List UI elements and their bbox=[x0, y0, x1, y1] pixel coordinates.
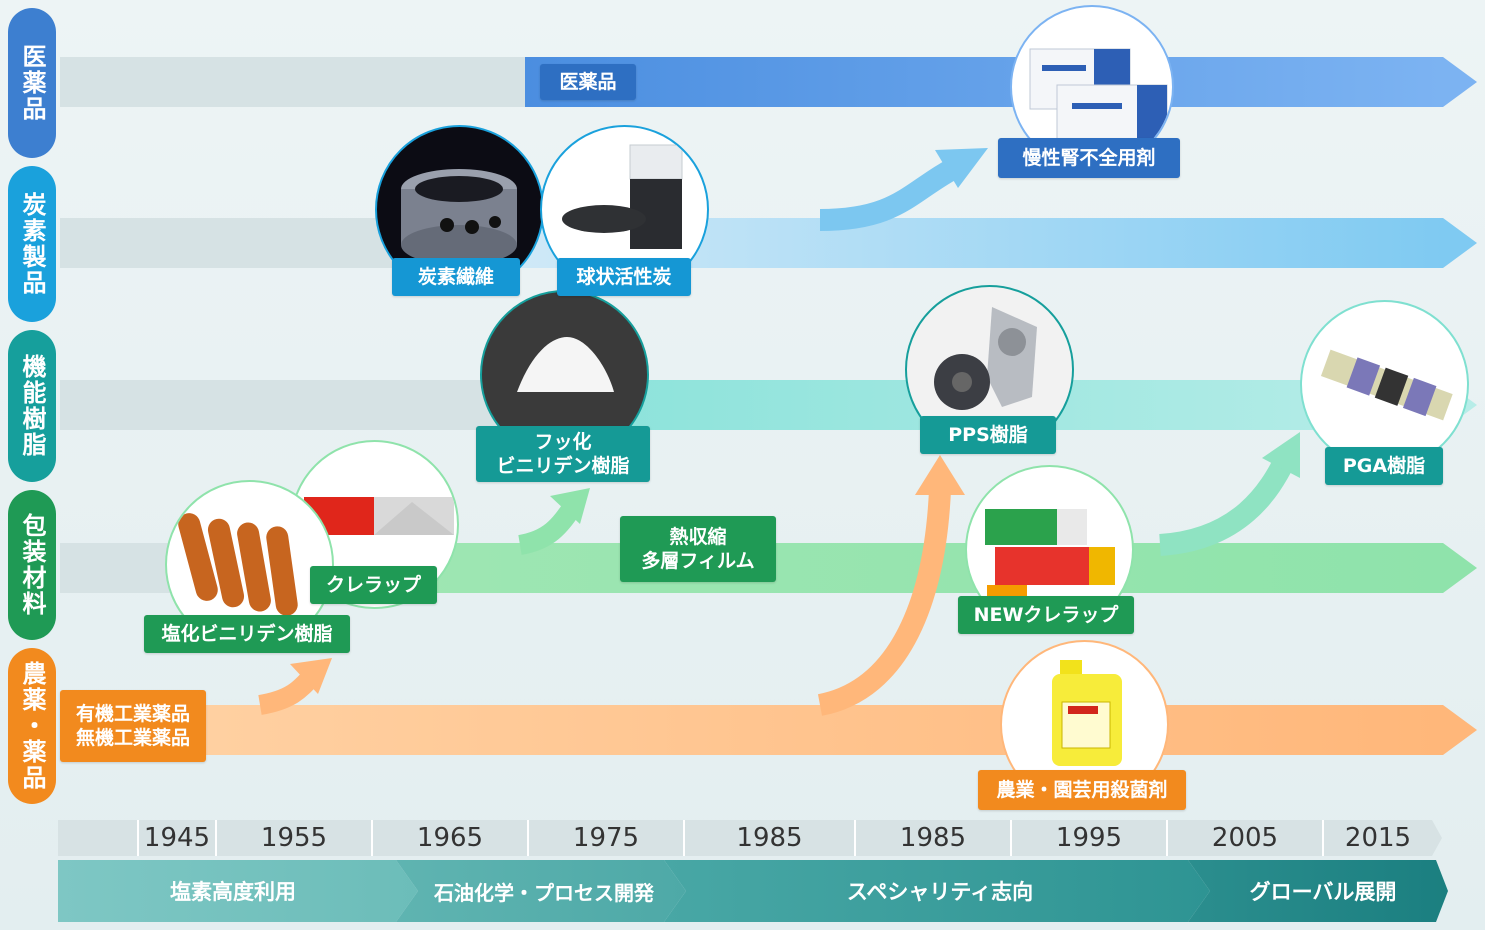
medicine-box-illustration bbox=[1029, 48, 1168, 144]
label-fluoropolymer-line2: ビニリデン樹脂 bbox=[496, 455, 630, 477]
year-1985-a: 1985 bbox=[736, 823, 803, 853]
label-industrial-chemicals: 有機工業薬品 無機工業薬品 bbox=[60, 690, 206, 762]
row-label-resin: 機能樹脂 bbox=[8, 330, 56, 482]
label-organic-chemicals: 有機工業薬品 bbox=[75, 703, 190, 725]
row-label-packaging: 包装材料 bbox=[8, 490, 56, 640]
arrow-packaging-to-pga-head bbox=[1262, 432, 1300, 478]
label-pvdc-resin: 塩化ビニリデン樹脂 bbox=[144, 615, 350, 653]
band-pharma-arrowhead bbox=[1443, 57, 1477, 107]
era-petrochemical: 石油化学・プロセス開発 bbox=[434, 880, 654, 905]
label-heat-shrink-film: 熱収縮 多層フィルム bbox=[620, 516, 776, 582]
year-1955: 1955 bbox=[260, 823, 328, 853]
row-label-agro: 農薬・薬品 bbox=[8, 648, 56, 804]
timeline-dividers bbox=[137, 820, 1324, 856]
carbon-ring-illustration bbox=[401, 169, 517, 265]
row-label-carbon: 炭素製品 bbox=[8, 166, 56, 322]
era-chevron-1 bbox=[58, 860, 418, 922]
year-1965: 1965 bbox=[416, 823, 484, 853]
timeline-strip-shape bbox=[58, 820, 1442, 856]
arrow-agro-to-resin bbox=[817, 489, 951, 716]
label-pga-resin: PGA樹脂 bbox=[1325, 447, 1443, 485]
arrow-agro-to-packaging-head bbox=[290, 658, 332, 694]
arrow-packaging-to-pga bbox=[1159, 455, 1295, 556]
label-heat-shrink-line1: 熱収縮 bbox=[669, 526, 727, 548]
label-fluoropolymer-line1: フッ化 bbox=[534, 431, 592, 453]
year-2015: 2015 bbox=[1344, 823, 1412, 853]
pga-tube-illustration bbox=[1320, 349, 1453, 421]
new-wrap-boxes-illustration bbox=[985, 509, 1115, 599]
arrow-carbon-to-pharma-head bbox=[935, 148, 988, 188]
era-global: グローバル展開 bbox=[1249, 880, 1397, 904]
era-specialty: スペシャリティ志向 bbox=[846, 880, 1034, 904]
band-pharma bbox=[525, 57, 1443, 107]
band-packaging-arrowhead bbox=[1443, 543, 1477, 593]
label-pharma: 医薬品 bbox=[540, 64, 636, 100]
label-fluoropolymer: フッ化 ビニリデン樹脂 bbox=[476, 426, 650, 482]
label-kurewrap: クレラップ bbox=[310, 566, 437, 604]
carbon-jar-illustration bbox=[562, 144, 683, 249]
band-carbon-arrowhead bbox=[1443, 218, 1477, 268]
yellow-bottle-illustration bbox=[1052, 660, 1122, 766]
label-inorganic-chemicals: 無機工業薬品 bbox=[75, 727, 190, 749]
year-1975: 1975 bbox=[572, 823, 640, 853]
year-2005: 2005 bbox=[1211, 823, 1279, 853]
wrap-box-illustration bbox=[304, 497, 454, 535]
arrow-packaging-to-resin-head bbox=[550, 488, 590, 524]
era-chevron-4 bbox=[1188, 860, 1448, 922]
label-chronic-kidney: 慢性腎不全用剤 bbox=[998, 138, 1180, 178]
machine-part-illustration bbox=[934, 307, 1037, 410]
row-label-pharma: 医薬品 bbox=[8, 8, 56, 158]
year-1995: 1995 bbox=[1055, 823, 1123, 853]
sausage-illustration bbox=[178, 513, 298, 616]
era-chlorine: 塩素高度利用 bbox=[170, 880, 296, 904]
label-spherical-carbon: 球状活性炭 bbox=[557, 258, 691, 296]
band-packaging bbox=[330, 543, 1443, 593]
year-1985-b: 1985 bbox=[899, 823, 967, 853]
track-pharma bbox=[60, 57, 530, 107]
label-carbon-fiber: 炭素繊維 bbox=[392, 258, 520, 296]
era-chevron-3 bbox=[664, 860, 1210, 922]
band-agro bbox=[60, 705, 1443, 755]
label-fungicide: 農業・園芸用殺菌剤 bbox=[978, 770, 1186, 810]
era-chevron-2 bbox=[396, 860, 686, 922]
band-agro-arrowhead bbox=[1443, 705, 1477, 755]
arrow-agro-to-resin-head bbox=[915, 455, 965, 495]
arrow-carbon-to-pharma bbox=[819, 155, 966, 231]
label-new-kurewrap: NEWクレラップ bbox=[958, 596, 1134, 634]
label-pps-resin: PPS樹脂 bbox=[920, 416, 1056, 454]
year-1945: 1945 bbox=[143, 823, 211, 853]
label-heat-shrink-line2: 多層フィルム bbox=[641, 550, 755, 572]
white-powder-illustration bbox=[517, 337, 614, 392]
photo-pga-tool bbox=[1300, 300, 1469, 469]
